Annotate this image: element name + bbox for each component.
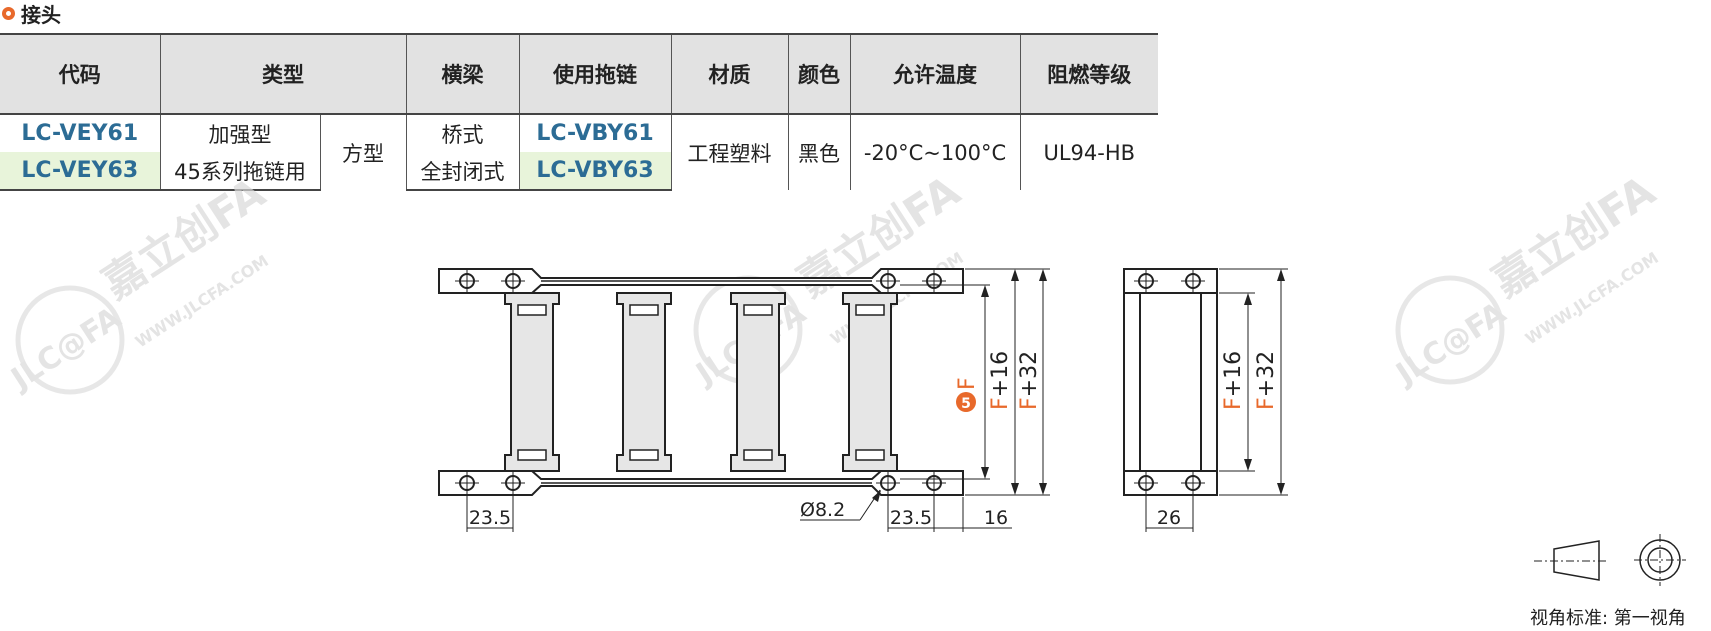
header-color: 颜色 [787, 33, 851, 115]
spec-table: 代码 类型 横梁 使用拖链 材质 颜色 允许温度 阻燃等级 LC-VEY61 加… [0, 33, 1158, 191]
watermark-brand: JLC@FA [1389, 295, 1513, 393]
marker-5-label: 5 [961, 396, 971, 412]
type2-cell: 方型 [319, 114, 407, 190]
cross-bars [504, 292, 898, 472]
circle-bullet-icon [2, 6, 15, 20]
beam-cell: 全封闭式 [405, 152, 520, 191]
dim-16: 16 [984, 507, 1008, 529]
temperature-cell: -20°C~100°C [849, 114, 1021, 190]
material-cell: 工程塑料 [670, 114, 789, 190]
header-flame-rating: 阻燃等级 [1019, 33, 1158, 115]
dim-side-f16: F+16 [1221, 351, 1246, 410]
dim-23-5-right: 23.5 [890, 507, 932, 529]
flame-rating-cell: UL94-HB [1019, 114, 1158, 190]
header-type: 类型 [159, 33, 407, 115]
header-temperature: 允许温度 [849, 33, 1021, 115]
header-chain: 使用拖链 [518, 33, 672, 115]
section-title-text: 接头 [21, 2, 61, 27]
table-row: LC-VEY61 加强型 方型 桥式 LC-VBY61 工程塑料 黑色 -20°… [0, 114, 1158, 190]
front-view [438, 268, 964, 496]
front-dimensions [466, 268, 1050, 532]
code-cell: LC-VEY63 [0, 152, 161, 191]
dim-26: 26 [1157, 507, 1181, 529]
watermark-right: JLC@FA 嘉立创FA WWW.JLCFA.COM [1389, 166, 1664, 393]
view-standard-note: 视角标准: 第一视角 [1530, 608, 1686, 629]
beam-cell: 桥式 [405, 114, 520, 152]
header-beam: 横梁 [405, 33, 520, 115]
dim-hole-diameter: Ø8.2 [800, 499, 845, 521]
dim-side-f32: F+32 [1254, 351, 1279, 410]
table-row: LC-VEY63 45系列拖链用 全封闭式 LC-VBY63 [0, 152, 1158, 191]
dimension-arrows [872, 269, 1047, 502]
code-cell: LC-VEY61 [0, 114, 161, 152]
dim-f: F [955, 377, 980, 390]
type-cell: 加强型 [159, 114, 321, 152]
dim-23-5-left: 23.5 [469, 507, 511, 529]
first-angle-projection-icon [1534, 534, 1686, 586]
watermark-left: JLC@FA 嘉立创FA WWW.JLCFA.COM [4, 168, 274, 398]
header-code: 代码 [0, 33, 161, 115]
type-cell: 45系列拖链用 [159, 152, 321, 191]
watermark-cn: 嘉立创FA [94, 168, 274, 309]
header-material: 材质 [670, 33, 789, 115]
marker-5-icon [956, 392, 976, 412]
watermark-cn: 嘉立创FA [1484, 166, 1664, 307]
chain-cell: LC-VBY63 [518, 152, 671, 191]
table-header-row: 代码 类型 横梁 使用拖链 材质 颜色 允许温度 阻燃等级 [0, 33, 1158, 115]
section-title: 接头 [0, 0, 61, 27]
side-view [1123, 268, 1218, 496]
side-dimensions [1145, 268, 1288, 532]
color-cell: 黑色 [787, 114, 851, 190]
dim-f16: F+16 [988, 351, 1013, 410]
dim-f32: F+32 [1017, 351, 1042, 410]
chain-cell: LC-VBY61 [518, 114, 672, 152]
